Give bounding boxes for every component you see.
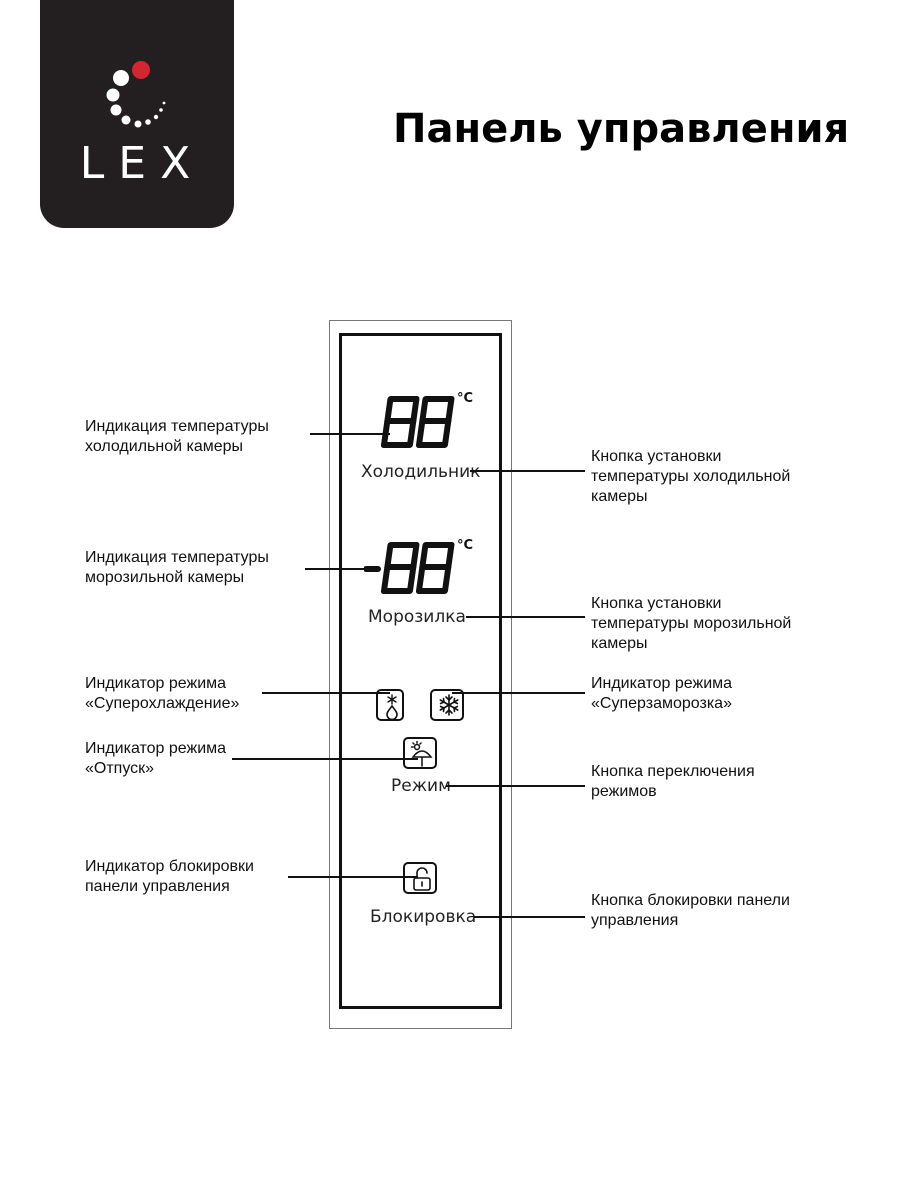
control-panel — [339, 333, 502, 1009]
callout-lock-indicator: Индикатор блокировки панели управления — [85, 857, 254, 897]
callout-fridge-display: Индикация температуры холодильной камеры — [85, 417, 269, 457]
callout-text: температуры холодильной — [591, 468, 791, 485]
callout-text: управления — [591, 912, 679, 929]
callout-super-freeze: Индикатор режима «Суперзаморозка» — [591, 674, 732, 714]
leader-line — [310, 433, 390, 435]
leader-line — [288, 876, 418, 878]
callout-text: Индикация температуры — [85, 418, 269, 435]
callout-text: «Отпуск» — [85, 760, 155, 777]
callout-text: Индикатор режима — [85, 675, 227, 692]
callout-text: Кнопка установки — [591, 595, 722, 612]
vacation-icon — [403, 737, 437, 769]
callout-freezer-display: Индикация температуры морозильной камеры — [85, 548, 269, 588]
callout-text: «Суперохлаждение» — [85, 695, 240, 712]
fridge-degree-unit: °C — [457, 391, 474, 406]
callout-text: панели управления — [85, 878, 230, 895]
callout-lock-button: Кнопка блокировки панели управления — [591, 891, 790, 931]
fridge-temperature-display — [380, 395, 460, 451]
callout-text: Индикатор режима — [85, 740, 227, 757]
logo-dots-icon — [106, 61, 166, 128]
callout-text: холодильной камеры — [85, 438, 244, 455]
callout-mode-button: Кнопка переключения режимов — [591, 762, 755, 802]
callout-text: Индикация температуры — [85, 549, 269, 566]
leader-line — [474, 916, 585, 918]
callout-super-cool: Индикатор режима «Суперохлаждение» — [85, 674, 239, 714]
freezer-temperature-display — [364, 541, 460, 597]
leader-line — [262, 692, 390, 694]
lock-icon — [403, 862, 437, 894]
super-freeze-icon — [430, 689, 464, 721]
freezer-button[interactable]: Морозилка — [368, 607, 466, 627]
page-title: Панель управления — [393, 106, 850, 152]
lock-button[interactable]: Блокировка — [370, 907, 477, 927]
callout-text: Индикатор блокировки — [85, 858, 254, 875]
freezer-degree-unit: °C — [457, 538, 474, 553]
callout-text: Индикатор режима — [591, 675, 733, 692]
callout-text: морозильной камеры — [85, 569, 245, 586]
leader-line — [232, 758, 418, 760]
leader-line — [305, 568, 371, 570]
callout-text: «Суперзаморозка» — [591, 695, 732, 712]
super-cool-icon — [376, 689, 404, 721]
leader-line — [446, 785, 585, 787]
brand-name: LEX — [79, 138, 205, 189]
leader-line — [470, 470, 585, 472]
callout-text: Кнопка установки — [591, 448, 722, 465]
brand-logo: LEX — [40, 0, 234, 228]
callout-text: температуры морозильной — [591, 615, 792, 632]
callout-freezer-button: Кнопка установки температуры морозильной… — [591, 594, 791, 654]
control-panel-frame — [329, 320, 512, 1029]
leader-line — [452, 692, 585, 694]
leader-line — [466, 616, 585, 618]
fridge-button[interactable]: Холодильник — [361, 462, 481, 482]
callout-text: камеры — [591, 488, 648, 505]
callout-text: режимов — [591, 783, 657, 800]
callout-vacation: Индикатор режима «Отпуск» — [85, 739, 226, 779]
callout-text: камеры — [591, 635, 648, 652]
callout-fridge-button: Кнопка установки температуры холодильной… — [591, 447, 790, 507]
callout-text: Кнопка переключения — [591, 763, 755, 780]
callout-text: Кнопка блокировки панели — [591, 892, 790, 909]
mode-button[interactable]: Режим — [391, 776, 451, 796]
